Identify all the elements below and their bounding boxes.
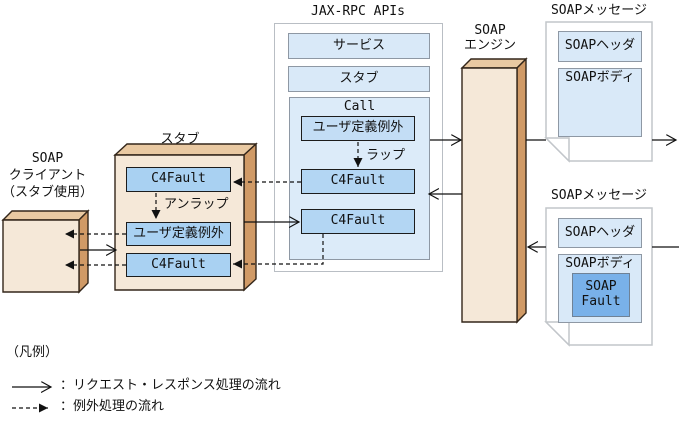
soap-client-box <box>1 209 90 294</box>
soap-fault-line2: Fault <box>581 294 621 309</box>
soap-body-top-label: SOAPボディ <box>565 70 635 85</box>
soap-engine-label-line1: SOAP <box>474 23 506 38</box>
call-label: Call <box>343 99 376 114</box>
soap-message-top-title: SOAPメッセージ <box>550 3 648 18</box>
jaxrpc-stub-box: スタブ <box>288 66 430 92</box>
call-user-exception-box: ユーザ定義例外 <box>301 116 415 141</box>
call-c4fault-top-box: C4Fault <box>301 169 415 194</box>
soap-engine-box <box>460 57 528 324</box>
soap-client-label-line2: クライアント <box>8 168 87 183</box>
soap-fault-box: SOAP Fault <box>572 273 630 317</box>
legend-dashed-label: ：例外処理の流れ <box>60 399 165 414</box>
jaxrpc-service-box: サービス <box>288 33 430 59</box>
legend-title: （凡例） <box>6 345 59 360</box>
stub-c4fault-top-box: C4Fault <box>126 167 231 192</box>
soap-message-bottom-title: SOAPメッセージ <box>550 188 648 203</box>
stub-title: スタブ <box>160 132 200 147</box>
call-c4fault-bottom-box: C4Fault <box>301 209 415 234</box>
stub-c4fault-bottom-box: C4Fault <box>126 253 231 277</box>
soap-body-bottom-label: SOAPボディ <box>565 256 635 271</box>
soap-header-top-box: SOAPヘッダ <box>558 31 642 62</box>
soap-client-label: SOAP クライアント （スタブ使用） <box>0 150 95 201</box>
jaxrpc-title: JAX-RPC APIs <box>311 4 405 19</box>
unwrap-label: アンラップ <box>164 197 229 212</box>
soap-client-label-line1: SOAP <box>31 151 64 166</box>
soap-engine-label-line2: エンジン <box>463 37 516 53</box>
soap-engine-label: SOAP エンジン <box>448 23 532 54</box>
wrap-label: ラップ <box>366 148 406 163</box>
stub-user-exception-box: ユーザ定義例外 <box>126 222 231 246</box>
soap-fault-line1: SOAP <box>585 279 617 295</box>
legend-solid-label: ：リクエスト・レスポンス処理の流れ <box>60 378 281 393</box>
soap-header-bottom-box: SOAPヘッダ <box>558 218 642 248</box>
soap-client-label-line3: （スタブ使用） <box>1 185 93 200</box>
soap-body-top-box: SOAPボディ <box>558 68 642 137</box>
